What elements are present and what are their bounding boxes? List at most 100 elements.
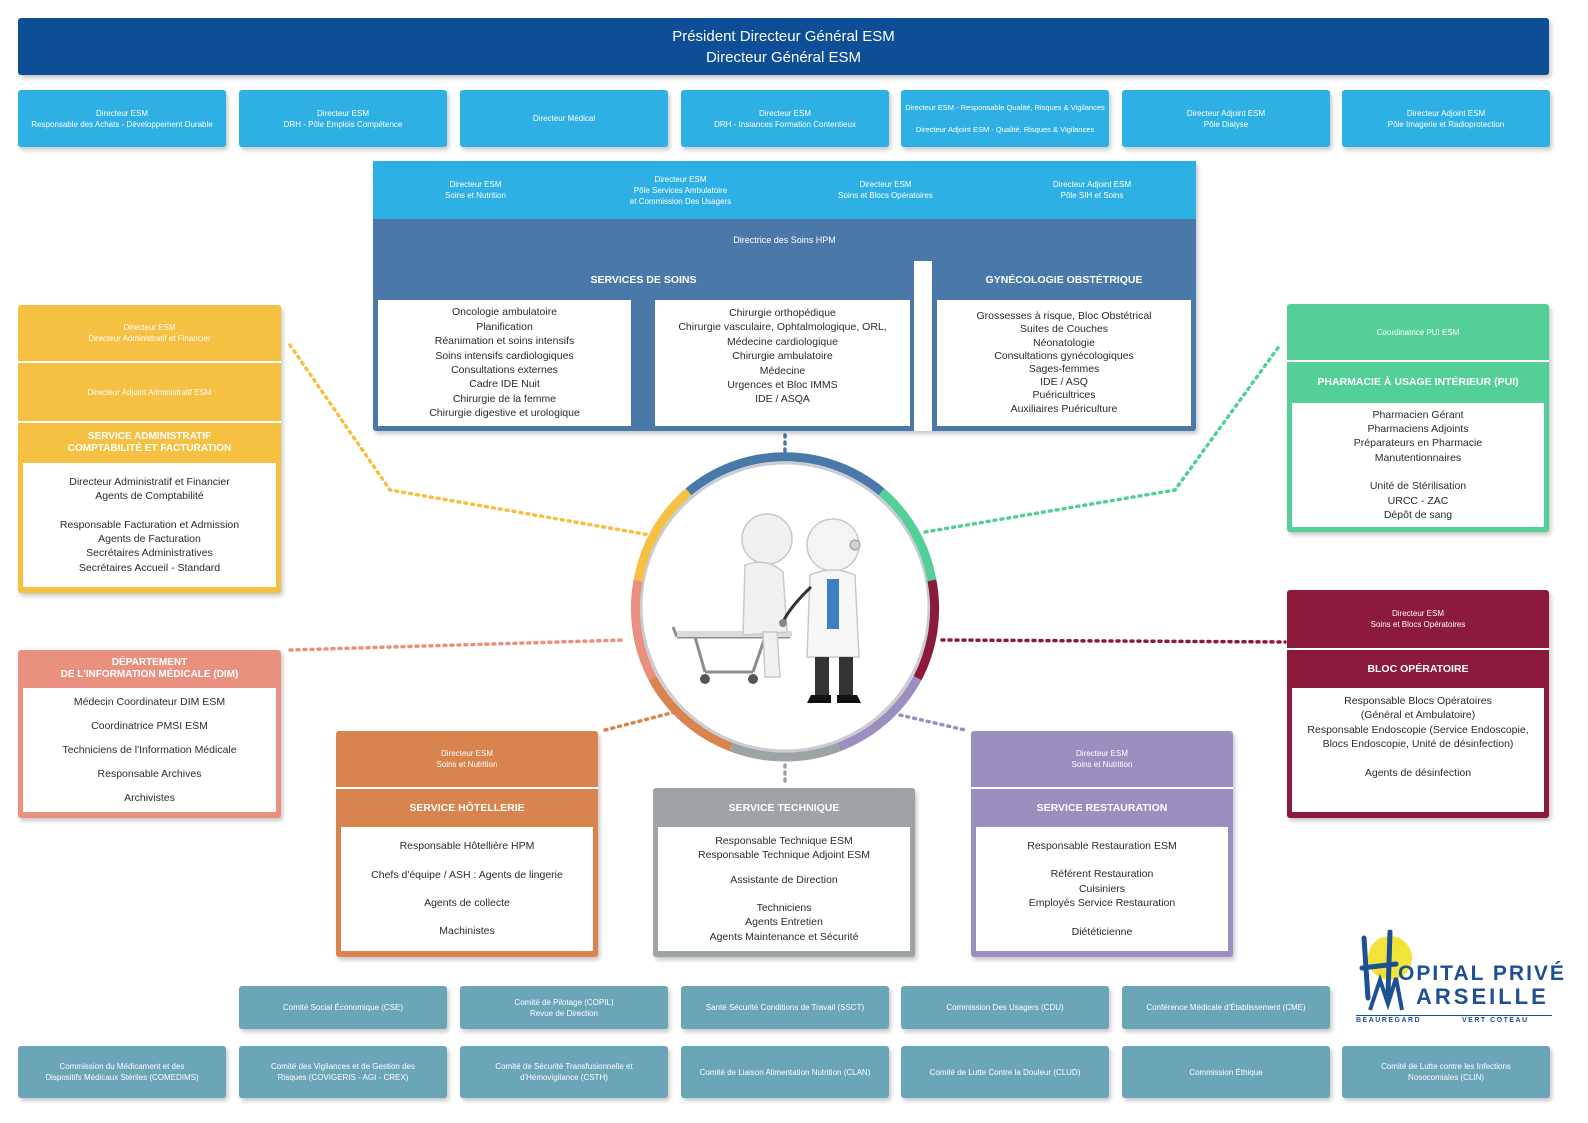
ceo-header: Président Directeur Général ESM Directeu…: [18, 18, 1549, 75]
bloc-list: Responsable Blocs Opératoires (Général e…: [1292, 688, 1544, 812]
service-item: Cadre IDE Nuit: [469, 378, 540, 391]
committee-ethique: Commission Éthique: [1122, 1046, 1330, 1098]
logo-line-1: OPITAL PRIVÉ: [1398, 962, 1566, 985]
subdirector-line: Directeur ESM: [654, 174, 707, 184]
bloc-item: Responsable Endoscopie (Service Endoscop…: [1307, 723, 1529, 736]
resto-title-line: SERVICE RESTAURATION: [1036, 801, 1168, 814]
admin-subdirector: Directeur ESM Directeur Administratif et…: [18, 305, 281, 360]
committee-covigeris: Comité des Vigilances et de Gestion des …: [239, 1046, 447, 1098]
hotel-item: Agents de collecte: [424, 897, 510, 909]
logo-line-3: BEAUREGARD: [1356, 1017, 1422, 1024]
divider: [971, 787, 1233, 789]
divider: [1287, 648, 1549, 650]
admin-item: Directeur Administratif et Financier: [69, 475, 230, 488]
director-box-qualite: Directeur ESM - Responsable Qualité, Ris…: [901, 90, 1109, 147]
tech-item: Techniciens: [756, 902, 812, 914]
ceo-subtitle: Directeur Général ESM: [705, 48, 862, 66]
committee-cdu: Commission Des Usagers (CDU): [901, 986, 1109, 1029]
bloc-item: Blocs Endoscopie, Unité de désinfection): [1322, 738, 1514, 751]
service-item: Consultations externes: [451, 364, 558, 376]
pui-item: Unité de Stérilisation: [1369, 480, 1467, 493]
committee-line: Risques (COVIGERIS - AGI - CREX): [277, 1073, 409, 1082]
admin-title: SERVICE ADMINISTRATIF COMPTABILITÉ ET FA…: [18, 424, 281, 462]
dim-list: Médecin Coordinateur DIM ESM Coordinatri…: [23, 688, 276, 812]
dim-title-line: DÉPARTEMENT: [111, 657, 188, 668]
resto-item: Cuisiniers: [1078, 882, 1126, 895]
directrice-soins-band: Directrice des Soins HPM: [373, 221, 1196, 259]
bloc-sub-line: Soins et Blocs Opératoires: [1370, 620, 1466, 629]
director-box-imagerie: Directeur Adjoint ESM Pôle Imagerie et R…: [1342, 90, 1550, 147]
dim-item: Responsable Archives: [97, 768, 202, 780]
hopital-logo: OPITAL PRIVÉ ARSEILLE BEAUREGARD VERT CO…: [1350, 928, 1564, 1028]
bloc-title: BLOC OPÉRATOIRE: [1287, 650, 1549, 687]
committee-line: Revue de Direction: [529, 1008, 599, 1018]
hotel-title-line: SERVICE HÔTELLERIE: [409, 801, 525, 814]
bloc-item: Responsable Blocs Opératoires: [1344, 695, 1492, 707]
pui-title-line: PHARMACIE À USAGE INTÉRIEUR (PUI): [1317, 376, 1519, 388]
service-item: Réanimation et soins intensifs: [434, 335, 575, 348]
logo-mark-icon: [1359, 929, 1412, 1011]
bloc-subdirector: Directeur ESM Soins et Blocs Opératoires: [1287, 590, 1549, 648]
committee-clan: Comité de Liaison Alimentation Nutrition…: [681, 1046, 889, 1098]
tech-item: Agents Entretien: [745, 916, 823, 929]
committee-line: Comité des Vigilances et de Gestion des: [271, 1062, 415, 1071]
bloc-sub-line: Directeur ESM: [1391, 609, 1444, 618]
committee-clin: Comité de Lutte contre les Infections No…: [1342, 1046, 1550, 1098]
committee-cse: Comité Social Économique (CSE): [239, 986, 447, 1029]
gynecologie-title: GYNÉCOLOGIE OBSTÉTRIQUE: [932, 261, 1196, 299]
technique-title: SERVICE TECHNIQUE: [653, 789, 915, 826]
divider: [1287, 360, 1549, 362]
admin-list: Directeur Administratif et Financier Age…: [23, 463, 276, 587]
service-item: Soins intensifs cardiologiques: [435, 349, 574, 362]
committee-line: Commission Des Usagers (CDU): [946, 1003, 1064, 1012]
service-item: IDE / ASQ: [1040, 376, 1088, 389]
doctor-figure-icon: [779, 518, 861, 703]
tech-item: Agents Maintenance et Sécurité: [709, 930, 859, 943]
pui-item: Manutentionnaires: [1374, 451, 1462, 464]
hotel-item: Chefs d'équipe / ASH : Agents de lingeri…: [371, 868, 563, 881]
dim-title: DÉPARTEMENT DE L'INFORMATION MÉDICALE (D…: [18, 652, 281, 686]
service-item: Chirurgie digestive et urologique: [429, 407, 580, 420]
director-line: Directeur ESM: [316, 108, 369, 118]
director-box-drh-emplois: Directeur ESM DRH - Pôle Emplois Compéte…: [239, 90, 447, 147]
admin-item: Responsable Facturation et Admission: [59, 518, 240, 531]
resto-item: Responsable Restauration ESM: [1027, 839, 1177, 852]
ceo-title: Président Directeur Général ESM: [672, 27, 895, 45]
subdirector-line: et Commission Des Usagers: [629, 196, 732, 206]
pui-list: Pharmacien Gérant Pharmaciens Adjoints P…: [1292, 403, 1544, 527]
resto-item: Diététicienne: [1071, 925, 1133, 938]
hotellerie-subdirector: Directeur ESM Soins et Nutrition: [336, 731, 598, 787]
restauration-title: SERVICE RESTAURATION: [971, 789, 1233, 826]
directrice-soins-label: Directrice des Soins HPM: [733, 235, 836, 245]
subdirector-soins-nutrition: Directeur ESM Soins et Nutrition: [373, 161, 578, 219]
director-line: Directeur Médical: [532, 114, 596, 123]
subdirector-sih: Directeur Adjoint ESM Pôle SIH et Soins: [988, 161, 1196, 219]
soins-subdirectors: Directeur ESM Soins et Nutrition Directe…: [373, 161, 1196, 219]
dim-item: Coordinatrice PMSI ESM: [91, 720, 208, 732]
hotel-item: Machinistes: [439, 925, 495, 938]
hotel-sub-line: Soins et Nutrition: [436, 760, 498, 769]
soins-separator: [914, 261, 932, 431]
bloc-title-line: BLOC OPÉRATOIRE: [1367, 662, 1469, 675]
restauration-subdirector: Directeur ESM Soins et Nutrition: [971, 731, 1233, 787]
director-line: Directeur ESM: [95, 108, 148, 118]
director-box-drh-instances: Directeur ESM DRH - Instances Formation …: [681, 90, 889, 147]
committee-line: d'Hémovigilance (CSTH): [520, 1073, 608, 1082]
admin-title-line: COMPTABILITÉ ET FACTURATION: [67, 443, 232, 454]
hotel-item: Responsable Hôtellière HPM: [399, 840, 535, 853]
service-item: Néonatologie: [1033, 336, 1095, 349]
subdirector-ambulatoire: Directeur ESM Pôle Services Ambulatoire …: [578, 161, 783, 219]
admin-item: Secrétaires Administratives: [86, 547, 213, 560]
technique-list: Responsable Technique ESM Responsable Te…: [658, 827, 910, 951]
director-line: Directeur Adjoint ESM: [1406, 108, 1486, 118]
logo-rule: [1356, 1015, 1552, 1016]
resto-item: Employés Service Restauration: [1028, 897, 1176, 910]
director-box-medical: Directeur Médical: [460, 90, 668, 147]
director-line: Pôle Dialyse: [1203, 119, 1249, 129]
dim-item: Médecin Coordinateur DIM ESM: [73, 696, 226, 708]
service-item: Consultations gynécologiques: [994, 349, 1134, 362]
resto-item: Référent Restauration: [1050, 868, 1154, 881]
pui-item: Dépôt de sang: [1383, 509, 1453, 522]
committee-clud: Comité de Lutte Contre la Douleur (CLUD): [901, 1046, 1109, 1098]
services-soins-label: SERVICES DE SOINS: [590, 274, 697, 286]
